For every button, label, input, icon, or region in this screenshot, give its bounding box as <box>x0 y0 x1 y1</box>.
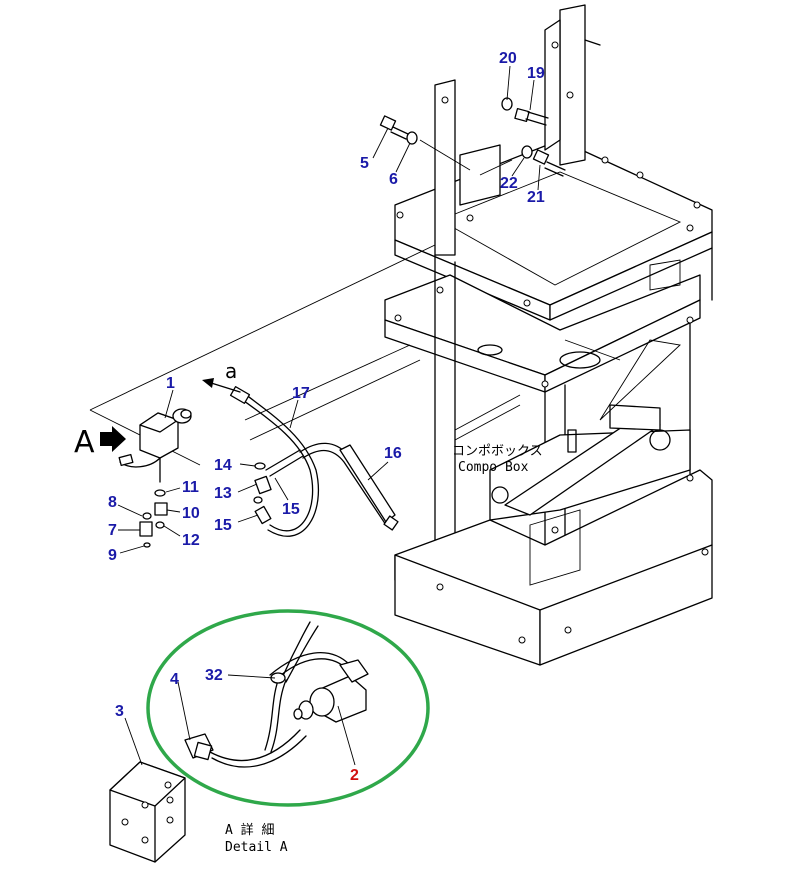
label-6: 6 <box>389 171 398 188</box>
label-17: 17 <box>292 385 310 402</box>
fitting-15b <box>254 505 272 525</box>
tee-13 <box>254 475 272 495</box>
washer-6 <box>406 131 418 145</box>
label-15b: 15 <box>282 501 300 518</box>
label-7: 7 <box>108 522 117 539</box>
label-20: 20 <box>499 50 517 67</box>
oring-14 <box>254 462 266 470</box>
plug-9 <box>143 542 151 548</box>
label-10: 10 <box>182 505 200 522</box>
oring-8 <box>142 512 152 520</box>
oring-12 <box>155 521 165 529</box>
compo-box-jp: コンポボックス <box>452 444 543 459</box>
part-labels: 1 2 3 4 5 6 7 8 9 10 11 12 13 14 15 15 1… <box>108 50 545 784</box>
detail-a-solenoid <box>184 621 369 768</box>
detail-a-circle <box>146 609 430 807</box>
arrow-a-direction <box>202 378 241 393</box>
bolt-19 <box>514 107 549 126</box>
label-13: 13 <box>214 485 232 502</box>
elbow-10 <box>154 502 168 516</box>
washer-22 <box>521 145 533 159</box>
hose-17 <box>229 386 320 537</box>
detail-a-jp: A 詳 細 <box>225 822 274 838</box>
label-5: 5 <box>360 155 369 172</box>
detail-a-en: Detail A <box>225 840 288 855</box>
label-16: 16 <box>384 445 402 462</box>
label-19: 19 <box>527 65 545 82</box>
label-22: 22 <box>500 175 518 192</box>
label-9: 9 <box>108 547 117 564</box>
frame-structure <box>384 4 713 666</box>
arrow-a-marker: a <box>225 359 237 383</box>
label-1: 1 <box>166 375 175 392</box>
bolt-21 <box>532 149 566 177</box>
frame-holes <box>394 41 709 644</box>
label-21: 21 <box>527 189 545 206</box>
label-15a: 15 <box>214 517 232 534</box>
label-3: 3 <box>115 703 124 720</box>
label-11: 11 <box>182 479 199 496</box>
compo-box-en: Compo Box <box>458 460 529 475</box>
view-a-arrow <box>100 426 126 452</box>
connector-box-3 <box>109 761 186 863</box>
solenoid-valve-assembly <box>118 408 192 483</box>
label-14: 14 <box>214 457 232 474</box>
view-a-marker: A <box>74 425 95 460</box>
fittings-group <box>139 462 272 548</box>
label-12: 12 <box>182 532 200 549</box>
bolt-5 <box>379 115 409 140</box>
oring-15a <box>253 496 263 504</box>
leader-lines <box>117 65 541 766</box>
label-4: 4 <box>170 671 179 688</box>
text-annotations: A a コンポボックス Compo Box A 詳 細 Detail A <box>74 359 543 855</box>
label-8: 8 <box>108 494 117 511</box>
label-32: 32 <box>205 667 223 684</box>
adapter-7 <box>139 521 153 537</box>
hose-16 <box>299 442 399 531</box>
oring-11 <box>154 489 166 497</box>
label-2: 2 <box>350 767 359 784</box>
